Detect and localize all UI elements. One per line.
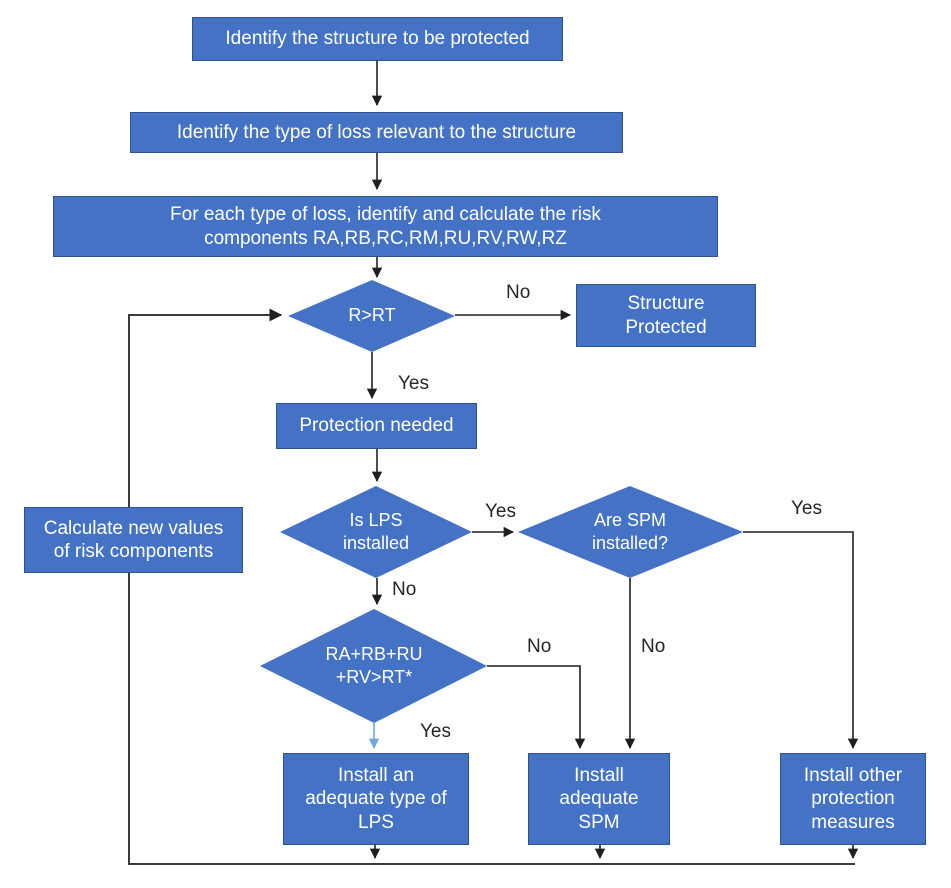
- connector-arespm-yes: [743, 531, 859, 750]
- decision-label-are-spm-installed: Are SPM installed?: [591, 509, 669, 553]
- decision-ra-rb-ru-rv: [260, 609, 487, 723]
- node-install-spm: Install adequate SPM: [528, 753, 670, 845]
- node-calc-new-values: Calculate new values of risk components: [24, 507, 243, 573]
- decision-is-lps-installed: [280, 486, 472, 578]
- edge-label-rgtrt-no: No: [506, 282, 531, 303]
- decision-label-is-lps-installed: Is LPS installed: [342, 509, 410, 553]
- node-structure-protected: Structure Protected: [576, 284, 756, 347]
- edge-label-rgtrt-yes: Yes: [398, 373, 429, 394]
- node-identify-structure: Identify the structure to be protected: [192, 17, 563, 61]
- decision-are-spm-installed: [518, 486, 743, 578]
- edge-label-ra-yes: Yes: [420, 721, 451, 742]
- decision-r-gt-rt: [288, 280, 455, 352]
- connector-loopback: [128, 308, 855, 865]
- decision-label-r-gt-rt: R>RT: [348, 305, 396, 326]
- node-identify-loss: Identify the type of loss relevant to th…: [130, 112, 623, 153]
- edge-label-ra-no: No: [527, 636, 552, 657]
- edge-label-islps-no: No: [392, 579, 417, 600]
- node-install-other: Install other protection measures: [780, 753, 926, 845]
- edge-label-islps-yes: Yes: [485, 501, 516, 522]
- node-protection-needed: Protection needed: [276, 403, 477, 449]
- connector-ra-no: [487, 665, 586, 750]
- edge-label-arespm-yes: Yes: [791, 498, 822, 519]
- node-install-lps: Install an adequate type of LPS: [283, 753, 469, 845]
- edge-label-arespm-no: No: [641, 636, 666, 657]
- decision-label-ra-rb-ru-rv: RA+RB+RU +RV>RT*: [325, 643, 423, 687]
- node-calc-risk-components: For each type of loss, identify and calc…: [53, 196, 718, 257]
